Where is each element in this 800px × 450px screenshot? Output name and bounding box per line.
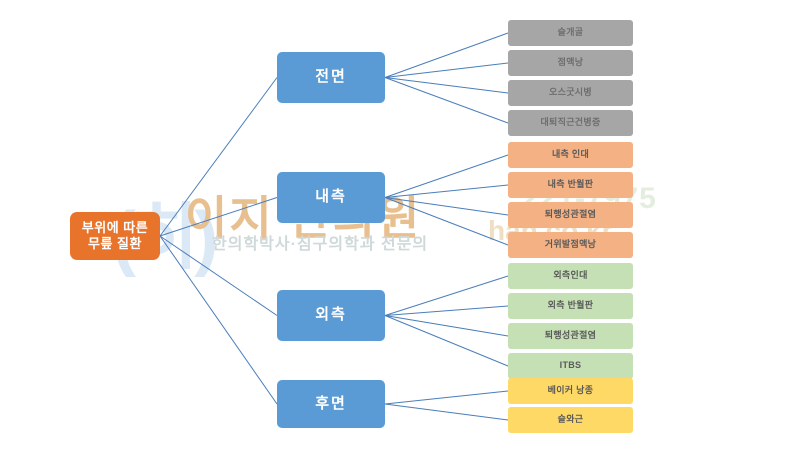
leaf-node-anterior-2[interactable]: 오스굿시병 <box>508 80 633 106</box>
leaf-node-lateral-2[interactable]: 퇴행성관절염 <box>508 323 633 349</box>
leaf-node-lateral-0[interactable]: 외측인대 <box>508 263 633 289</box>
leaf-node-medial-3[interactable]: 거위발점액낭 <box>508 232 633 258</box>
connector-line <box>384 197 509 216</box>
connector-line <box>159 235 278 316</box>
connector-line <box>384 403 509 421</box>
connector-line <box>384 32 509 78</box>
connector-line <box>384 197 509 246</box>
branch-node-lateral[interactable]: 외측 <box>277 290 385 341</box>
connector-line <box>384 275 509 316</box>
leaf-node-medial-0[interactable]: 내측 인대 <box>508 142 633 168</box>
leaf-node-anterior-0[interactable]: 슬개골 <box>508 20 633 46</box>
branch-node-posterior[interactable]: 후면 <box>277 380 385 428</box>
leaf-node-medial-2[interactable]: 퇴행성관절염 <box>508 202 633 228</box>
connector-line <box>384 390 509 405</box>
leaf-node-lateral-3[interactable]: ITBS <box>508 353 633 379</box>
connector-line <box>384 184 509 198</box>
connector-line <box>384 154 509 198</box>
leaf-node-lateral-1[interactable]: 외측 반월판 <box>508 293 633 319</box>
connector-line <box>384 77 509 94</box>
leaf-node-posterior-1[interactable]: 슬와근 <box>508 407 633 433</box>
connector-line <box>159 235 278 405</box>
connector-line <box>384 315 509 367</box>
branch-node-anterior[interactable]: 전면 <box>277 52 385 103</box>
connector-line <box>384 315 509 337</box>
leaf-node-posterior-0[interactable]: 베이커 낭종 <box>508 378 633 404</box>
root-node[interactable]: 부위에 따른 무릎 질환 <box>70 212 160 260</box>
connector-line <box>384 305 509 316</box>
connector-line <box>159 77 278 237</box>
leaf-node-anterior-3[interactable]: 대퇴직근건병증 <box>508 110 633 136</box>
watermark-subtitle: 한의학박사·침구의학과 전문의 <box>212 236 429 253</box>
connector-line <box>159 197 278 237</box>
leaf-node-anterior-1[interactable]: 점액낭 <box>508 50 633 76</box>
connector-line <box>384 77 509 124</box>
connector-line <box>384 62 509 78</box>
leaf-node-medial-1[interactable]: 내측 반월판 <box>508 172 633 198</box>
branch-node-medial[interactable]: 내측 <box>277 172 385 223</box>
